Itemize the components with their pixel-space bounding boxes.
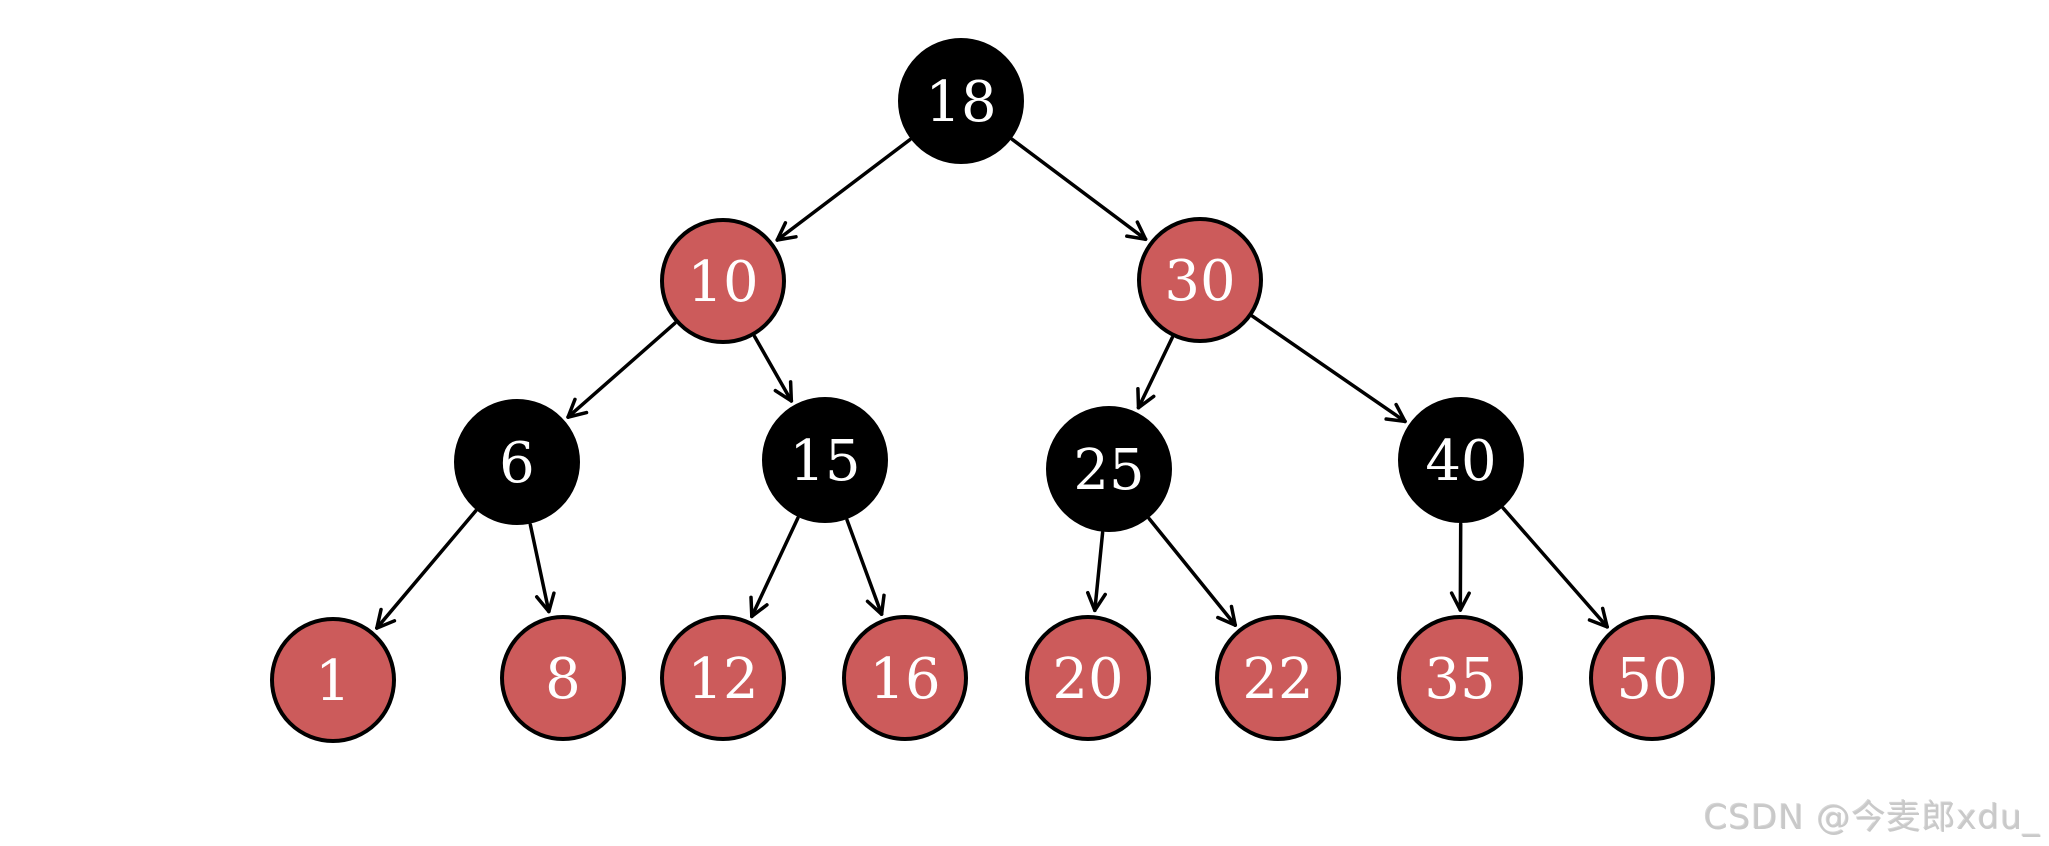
tree-node-35: 35 bbox=[1397, 615, 1523, 741]
tree-node-18: 18 bbox=[898, 38, 1024, 164]
tree-edge-15-12 bbox=[749, 516, 800, 619]
csdn-watermark: CSDN @今麦郎xdu_ bbox=[1704, 798, 2041, 838]
tree-edge-10-6 bbox=[566, 321, 677, 419]
node-value: 1 bbox=[315, 649, 351, 714]
tree-node-50: 50 bbox=[1589, 615, 1715, 741]
node-value: 35 bbox=[1424, 647, 1496, 712]
tree-node-16: 16 bbox=[842, 615, 968, 741]
node-value: 30 bbox=[1164, 249, 1236, 314]
tree-edge-30-40 bbox=[1250, 314, 1407, 424]
node-value: 16 bbox=[869, 647, 941, 712]
tree-edge-6-1 bbox=[375, 509, 478, 630]
node-value: 50 bbox=[1616, 647, 1688, 712]
tree-node-22: 22 bbox=[1215, 615, 1341, 741]
node-value: 8 bbox=[545, 647, 581, 712]
node-value: 25 bbox=[1073, 438, 1145, 503]
tree-edge-25-22 bbox=[1147, 517, 1237, 627]
tree-edge-10-15 bbox=[752, 334, 794, 403]
node-value: 10 bbox=[687, 250, 759, 315]
tree-edge-25-20 bbox=[1086, 530, 1107, 613]
tree-node-1: 1 bbox=[270, 617, 396, 743]
tree-edge-15-16 bbox=[845, 518, 886, 616]
tree-edge-40-50 bbox=[1501, 506, 1609, 629]
tree-node-15: 15 bbox=[762, 397, 888, 523]
tree-node-40: 40 bbox=[1398, 397, 1524, 523]
tree-edge-18-30 bbox=[1010, 137, 1148, 241]
tree-node-20: 20 bbox=[1025, 615, 1151, 741]
tree-node-6: 6 bbox=[454, 399, 580, 525]
tree-edge-30-25 bbox=[1136, 335, 1174, 410]
tree-node-10: 10 bbox=[660, 218, 786, 344]
tree-node-8: 8 bbox=[500, 615, 626, 741]
tree-edge-18-10 bbox=[775, 137, 912, 242]
node-value: 20 bbox=[1052, 647, 1124, 712]
tree-edge-6-8 bbox=[528, 522, 556, 614]
node-value: 22 bbox=[1242, 647, 1314, 712]
tree-node-12: 12 bbox=[660, 615, 786, 741]
tree-edge-40-35 bbox=[1449, 522, 1471, 612]
tree-node-25: 25 bbox=[1046, 406, 1172, 532]
node-value: 15 bbox=[789, 429, 861, 494]
node-value: 40 bbox=[1425, 429, 1497, 494]
node-value: 12 bbox=[687, 647, 759, 712]
node-value: 6 bbox=[499, 431, 535, 496]
node-value: 18 bbox=[925, 70, 997, 135]
tree-node-30: 30 bbox=[1137, 217, 1263, 343]
